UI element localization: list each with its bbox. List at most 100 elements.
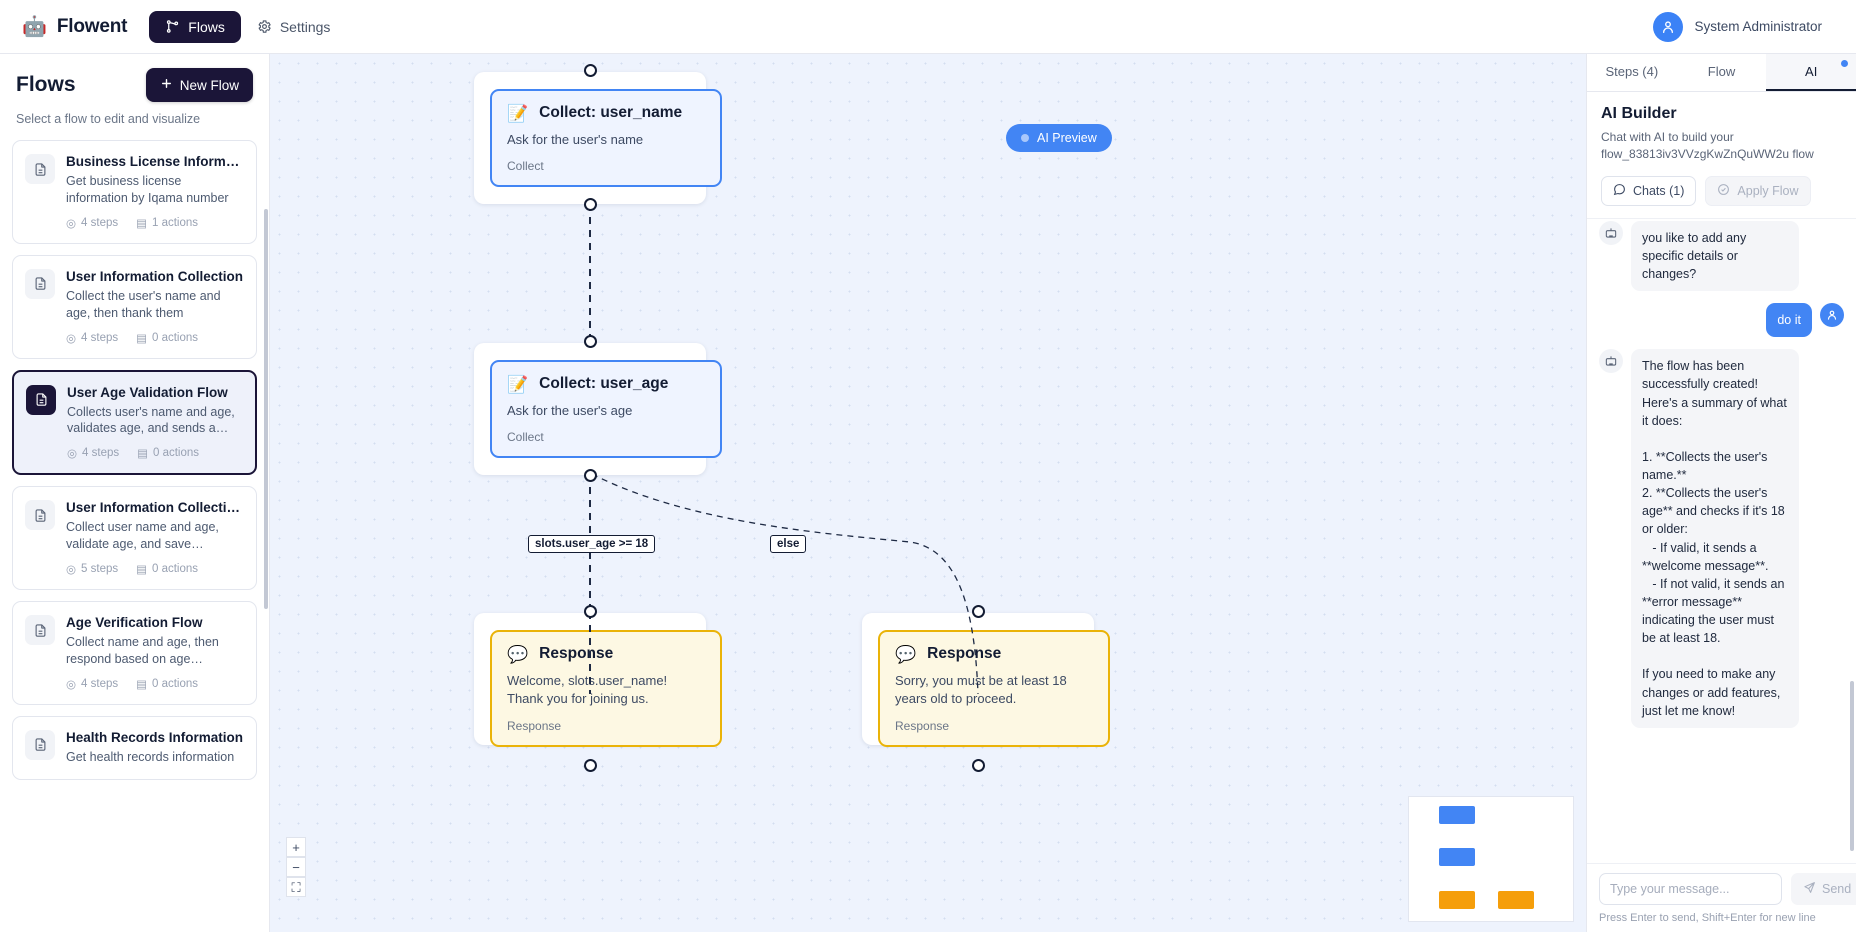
nav-flows[interactable]: Flows — [149, 10, 241, 43]
right-panel: Steps (4) Flow AI AI Builder Chat with A… — [1586, 54, 1856, 932]
flow-card[interactable]: User Information Collection Collect the … — [12, 254, 257, 359]
new-flow-label: New Flow — [179, 77, 239, 93]
flow-card[interactable]: User Age Validation Flow Collects user's… — [12, 369, 257, 476]
send-label: Send — [1822, 882, 1852, 896]
zoom-out-button[interactable]: − — [286, 857, 306, 877]
fit-view-button[interactable]: ⛶ — [286, 877, 306, 897]
flow-list[interactable]: Business License Information Get busines… — [0, 140, 269, 932]
calendar-icon: ▤ — [137, 448, 148, 461]
nav-flows-label: Flows — [188, 18, 225, 35]
chat-message: do it — [1599, 303, 1844, 338]
sidebar-title: Flows — [16, 73, 76, 96]
flow-description: Collect user name and age, validate age,… — [66, 520, 219, 552]
minimap[interactable] — [1408, 796, 1574, 922]
minimap-node — [1439, 848, 1475, 866]
document-icon — [25, 729, 55, 760]
flow-description: Get business license information by Iqam… — [66, 174, 229, 205]
calendar-icon: ▤ — [136, 564, 147, 576]
zoom-controls[interactable]: + − ⛶ — [286, 837, 306, 897]
flow-actions: ▤0 actions — [136, 563, 199, 576]
gear-icon — [257, 19, 272, 34]
flow-actions: ▤0 actions — [137, 447, 200, 461]
zoom-in-button[interactable]: + — [286, 837, 306, 857]
chat-bubble: you like to add any specific details or … — [1631, 220, 1799, 292]
plus-icon — [160, 77, 173, 93]
chat-input[interactable] — [1599, 873, 1782, 905]
node-port-bottom[interactable] — [584, 198, 597, 211]
flow-title: Health Records Information — [66, 729, 244, 745]
top-bar: 🤖 Flowent Flows Settings System Administ… — [0, 0, 1856, 54]
node-port-bottom[interactable] — [584, 469, 597, 482]
new-flow-button[interactable]: New Flow — [145, 68, 253, 102]
notification-dot-icon — [1841, 60, 1848, 67]
node-port-top[interactable] — [584, 64, 597, 77]
flow-steps: ◎4 steps — [66, 216, 119, 230]
memo-icon: 📝 — [507, 374, 529, 394]
document-icon — [25, 268, 55, 299]
flow-canvas[interactable]: AI Preview 📝 Collect: user_name Ask for … — [270, 54, 1586, 932]
flow-title: User Information Collection — [66, 268, 244, 284]
chat-bubble-icon — [1613, 183, 1626, 199]
node-title: Collect: user_age — [539, 375, 669, 392]
ai-preview-badge[interactable]: AI Preview — [1006, 124, 1112, 152]
node-card[interactable]: 📝 Collect: user_age Ask for the user's a… — [490, 360, 722, 459]
node-description: Ask for the user's name — [507, 132, 644, 147]
node-type: Response — [507, 718, 562, 733]
node-port-bottom[interactable] — [972, 759, 985, 772]
chats-label: Chats (1) — [1633, 183, 1685, 198]
paper-plane-icon — [1803, 881, 1816, 897]
chat-bubble: The flow has been successfully created! … — [1631, 349, 1799, 728]
check-circle-icon — [1717, 183, 1730, 199]
apply-flow-button[interactable]: Apply Flow — [1705, 175, 1811, 206]
target-icon: ◎ — [67, 448, 78, 461]
node-description: Ask for the user's age — [507, 403, 633, 418]
robot-icon — [1599, 349, 1623, 374]
sidebar-scrollbar[interactable] — [264, 209, 268, 609]
tab-flow[interactable]: Flow — [1677, 54, 1767, 91]
speech-bubble-icon: 💬 — [895, 644, 917, 664]
node-port-top[interactable] — [972, 605, 985, 618]
node-title: Response — [927, 645, 1002, 662]
chat-message-list[interactable]: you like to add any specific details or … — [1587, 217, 1856, 863]
node-card[interactable]: 💬 Response Welcome, slots.user_name! Tha… — [490, 630, 722, 747]
flow-card[interactable]: Business License Information Get busines… — [12, 140, 257, 244]
flow-steps: ◎5 steps — [66, 563, 119, 576]
node-type: Response — [895, 718, 950, 733]
flow-actions: ▤0 actions — [136, 677, 199, 691]
document-icon — [25, 615, 55, 645]
flow-card[interactable]: User Information Collection… Collect use… — [12, 486, 257, 590]
target-icon: ◎ — [66, 332, 77, 345]
chat-scrollbar[interactable] — [1850, 681, 1854, 851]
send-button[interactable]: Send — [1791, 873, 1856, 905]
user-area[interactable]: System Administrator — [1653, 11, 1834, 42]
node-title: Collect: user_name — [539, 104, 683, 121]
node-port-top[interactable] — [584, 335, 597, 348]
flow-description: Collect name and age, then respond based… — [66, 635, 219, 666]
flow-card[interactable]: Age Verification Flow Collect name and a… — [12, 601, 257, 705]
chats-button[interactable]: Chats (1) — [1601, 175, 1697, 206]
brand: 🤖 Flowent — [22, 16, 127, 38]
nav-settings[interactable]: Settings — [241, 11, 347, 43]
minimap-node — [1439, 891, 1475, 909]
panel-title: AI Builder — [1601, 105, 1677, 122]
edge-label-else[interactable]: else — [770, 535, 807, 553]
apply-flow-label: Apply Flow — [1737, 183, 1799, 198]
flow-description: Collect the user's name and age, then th… — [66, 288, 221, 320]
right-panel-tabs[interactable]: Steps (4) Flow AI — [1587, 54, 1856, 92]
node-card[interactable]: 💬 Response Sorry, you must be at least 1… — [878, 630, 1110, 747]
flow-title: Age Verification Flow — [66, 615, 203, 630]
node-port-bottom[interactable] — [584, 759, 597, 772]
nav-settings-label: Settings — [279, 18, 331, 35]
panel-subtitle: Chat with AI to build your flow_83813iv3… — [1601, 130, 1814, 162]
edge-label-condition[interactable]: slots.user_age >= 18 — [528, 535, 656, 553]
node-card[interactable]: 📝 Collect: user_name Ask for the user's … — [490, 89, 722, 188]
node-port-top[interactable] — [584, 605, 597, 618]
calendar-icon: ▤ — [136, 678, 147, 691]
avatar[interactable] — [1653, 11, 1684, 42]
flow-card[interactable]: Health Records Information Get health re… — [12, 715, 257, 780]
brand-name: Flowent — [56, 15, 128, 37]
document-icon — [26, 384, 56, 415]
target-icon: ◎ — [66, 217, 77, 230]
tab-steps[interactable]: Steps (4) — [1587, 54, 1677, 91]
node-description: Welcome, slots.user_name! Thank you for … — [507, 673, 668, 707]
